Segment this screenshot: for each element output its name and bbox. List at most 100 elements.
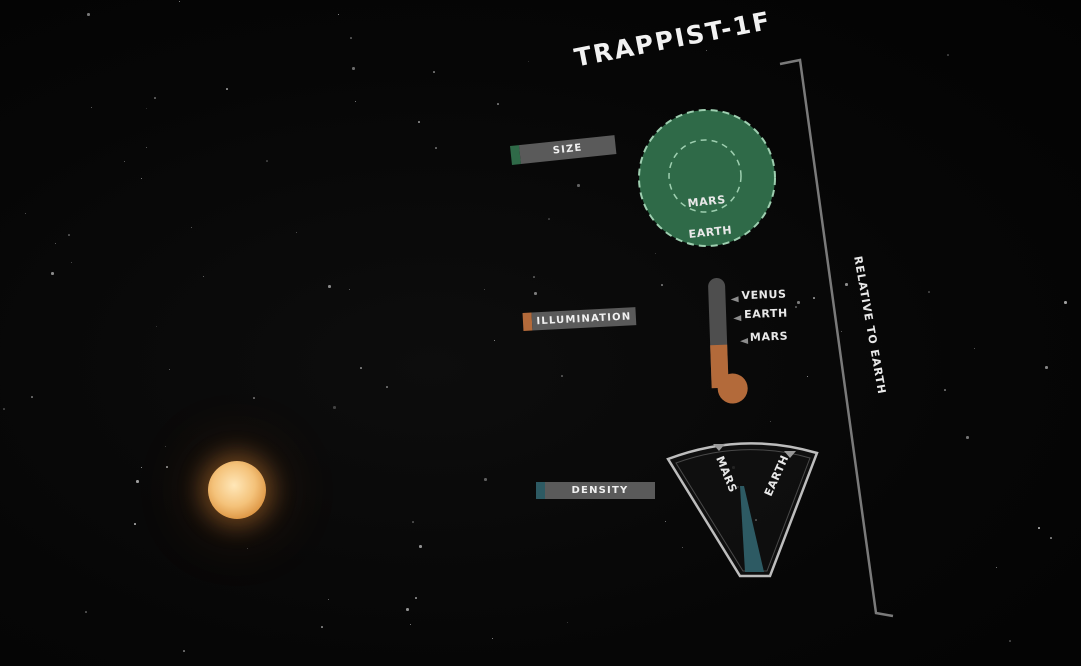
background-star <box>807 376 808 377</box>
background-star <box>1038 527 1040 529</box>
illum-marker-earth: EARTH <box>744 307 788 322</box>
background-star <box>484 289 485 290</box>
background-star <box>433 71 435 73</box>
density-tag-label: DENSITY <box>545 482 655 499</box>
background-star <box>944 389 946 391</box>
background-star <box>68 234 70 236</box>
background-star <box>141 467 142 468</box>
background-star <box>226 88 228 90</box>
background-star <box>124 161 125 162</box>
background-star <box>165 446 166 447</box>
background-star <box>795 306 797 308</box>
background-star <box>974 348 975 349</box>
background-star <box>567 622 568 623</box>
background-star <box>1050 537 1052 539</box>
background-star <box>435 147 437 149</box>
background-star <box>25 213 26 214</box>
background-star <box>418 121 420 123</box>
background-star <box>136 480 139 483</box>
background-star <box>682 547 683 548</box>
background-star <box>51 272 54 275</box>
background-star <box>665 521 666 522</box>
background-star <box>410 624 411 625</box>
background-star <box>169 369 170 370</box>
background-star <box>996 567 997 568</box>
background-star <box>266 160 268 162</box>
background-star <box>146 108 147 109</box>
earth-circle <box>638 109 776 247</box>
size-inner-label: MARS <box>687 193 726 210</box>
background-star <box>770 421 771 422</box>
background-star <box>349 289 350 290</box>
background-star <box>360 367 362 369</box>
background-star <box>534 292 537 295</box>
background-star <box>841 331 842 332</box>
background-star <box>253 397 255 399</box>
background-star <box>328 599 329 600</box>
illum-marker-mars: MARS <box>750 330 789 344</box>
background-star <box>338 14 339 15</box>
illum-marker-venus: VENUS <box>741 288 787 303</box>
gauge-icon: MARS EARTH <box>666 442 819 578</box>
background-star <box>928 291 930 293</box>
gauge-marker-earth <box>784 451 796 458</box>
background-star <box>947 54 949 56</box>
thermometer-bulb <box>717 373 748 404</box>
background-star <box>577 184 580 187</box>
size-outer-label: EARTH <box>688 223 733 240</box>
background-star <box>484 478 487 481</box>
size-comparison: MARS EARTH <box>638 109 776 247</box>
background-star <box>548 218 550 220</box>
background-star <box>55 243 56 244</box>
background-star <box>797 301 800 304</box>
thermometer-icon: VENUS EARTH MARS <box>708 278 789 404</box>
background-star <box>1064 301 1067 304</box>
gauge-needle <box>740 486 764 572</box>
background-star <box>166 466 168 468</box>
density-tag: DENSITY <box>536 482 655 499</box>
background-star <box>296 232 297 233</box>
background-star <box>141 178 142 179</box>
background-star <box>328 285 331 288</box>
gauge-marker-mars <box>713 444 725 451</box>
background-star <box>352 67 355 70</box>
background-star <box>533 276 535 278</box>
background-star <box>333 406 336 409</box>
background-star <box>355 101 356 102</box>
background-star <box>191 227 192 228</box>
background-star <box>386 386 388 388</box>
background-star <box>1009 640 1011 642</box>
background-star <box>247 548 248 549</box>
background-star <box>561 375 563 377</box>
background-star <box>813 297 815 299</box>
background-star <box>156 326 157 327</box>
star-icon <box>208 461 266 519</box>
marker-arrow-venus <box>730 296 739 303</box>
background-star <box>494 340 495 341</box>
background-star <box>154 97 156 99</box>
background-star <box>706 50 707 51</box>
background-star <box>419 545 422 548</box>
marker-arrow-earth <box>733 315 742 322</box>
background-star <box>31 396 33 398</box>
background-star <box>203 276 204 277</box>
background-star <box>71 262 72 263</box>
background-star <box>661 284 663 286</box>
background-star <box>845 283 848 286</box>
background-star <box>655 253 656 254</box>
background-star <box>85 611 87 613</box>
background-star <box>528 61 529 62</box>
background-star <box>966 436 969 439</box>
background-star <box>492 638 493 639</box>
mars-circle <box>668 139 742 213</box>
background-star <box>134 523 136 525</box>
background-star <box>146 147 147 148</box>
background-star <box>183 650 185 652</box>
background-star <box>179 1 180 2</box>
background-star <box>321 626 323 628</box>
bracket-icon <box>779 58 894 618</box>
background-star <box>3 408 5 410</box>
background-star <box>1045 366 1048 369</box>
